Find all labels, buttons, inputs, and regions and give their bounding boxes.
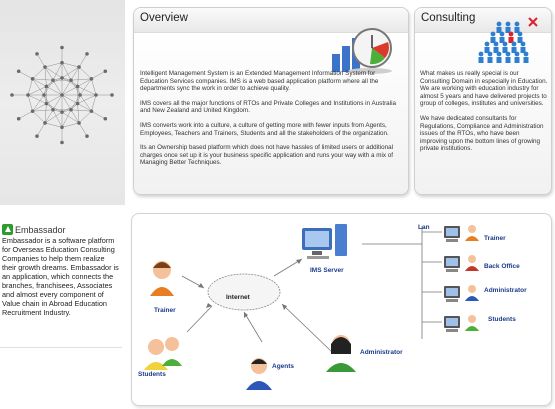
overview-paragraph: Its an Ownership based platform which do… [140, 144, 394, 167]
overview-header: Overview [134, 8, 408, 33]
overview-paragraph: IMS converts work into a culture, a cult… [140, 121, 389, 137]
clock-chart-icon [332, 28, 392, 74]
lan-label: Lan [418, 224, 430, 231]
lan-person-icon [465, 315, 479, 331]
right-node-students: Students [488, 316, 516, 323]
consulting-paragraph: What makes us really special is our Cons… [420, 70, 548, 108]
ims-server-label: IMS Server [310, 267, 344, 274]
people-group-icon [478, 17, 538, 63]
divider [0, 347, 122, 348]
right-node-back-office: Back Office [484, 263, 520, 270]
trainer-person-icon [150, 261, 174, 296]
embassador-description: Embassador is a software platform for Ov… [2, 236, 119, 317]
right-node-administrator: Administrator [484, 287, 527, 294]
server-computer-icon [302, 224, 347, 259]
overview-title: Overview [140, 12, 188, 24]
people-network-graphic [10, 45, 114, 145]
lan-computer-icon [444, 286, 460, 302]
embassador-logo-icon [2, 224, 13, 235]
consulting-header: Consulting [415, 8, 551, 33]
lan-computer-icon [444, 316, 460, 332]
overview-paragraph: IMS covers all the major functions of RT… [140, 99, 396, 115]
students-label: Students [138, 371, 166, 378]
network-diagram: Lan IMS Server Internet Trainer Students… [131, 213, 552, 406]
students-person-icon [144, 337, 182, 370]
agents-label: Agents [272, 363, 295, 370]
lan-computer-icon [444, 226, 460, 242]
overview-paragraph: Intelligent Management System is an Exte… [140, 70, 379, 93]
administrator-label: Administrator [360, 349, 403, 356]
consulting-panel: Consulting What makes us really special … [414, 7, 552, 195]
lan-person-icon [465, 255, 479, 271]
trainer-label: Trainer [154, 307, 176, 314]
consulting-title: Consulting [421, 12, 476, 24]
right-node-trainer: Trainer [484, 235, 506, 242]
administrator-person-icon [326, 335, 356, 372]
diagram-lines [144, 224, 479, 390]
internet-label: Internet [226, 294, 250, 301]
embassador-name: Embassador [15, 225, 66, 235]
consulting-paragraph: We have dedicated consultants for Regula… [420, 114, 544, 153]
hero-network-image [0, 0, 125, 205]
embassador-section: Embassador Embassador is a software plat… [2, 224, 120, 317]
lan-person-icon [465, 285, 479, 301]
lan-person-icon [465, 225, 479, 241]
agents-person-icon [246, 358, 272, 390]
lan-computer-icon [444, 256, 460, 272]
overview-panel: Overview Intelligent Management System i… [133, 7, 409, 195]
